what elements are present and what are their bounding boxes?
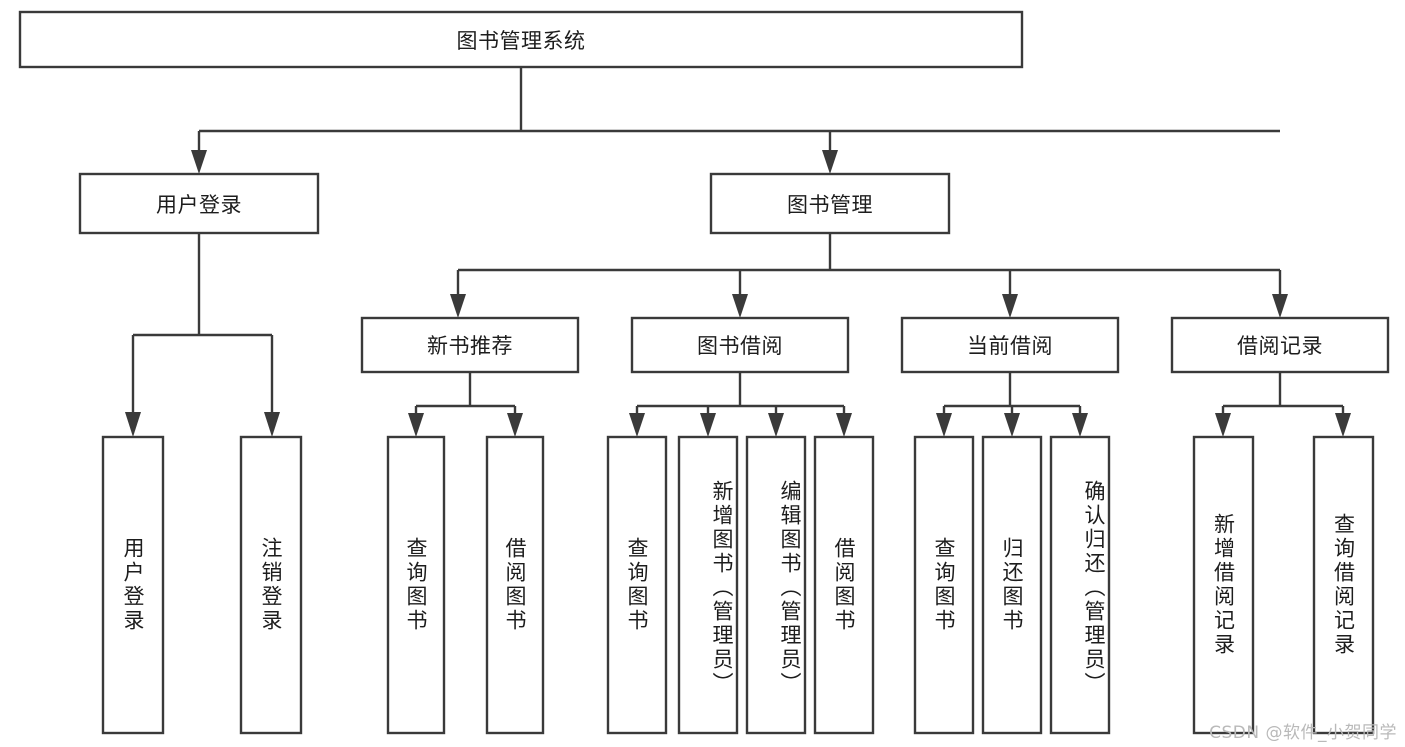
- node-box-current-borrow[interactable]: [900, 316, 1120, 374]
- node-box-record-query[interactable]: [1312, 435, 1375, 735]
- node-box-user-logout[interactable]: [239, 435, 303, 735]
- connector-bookmgmt-to-level2: [450, 233, 1288, 318]
- node-box-current-confirm-return[interactable]: [1049, 435, 1111, 735]
- node-box-borrow-borrow-book[interactable]: [813, 435, 875, 735]
- node-box-user-login-do[interactable]: [101, 435, 165, 735]
- connector-borrowrecord-to-leaves: [1215, 372, 1351, 437]
- node-box-current-query-book[interactable]: [913, 435, 975, 735]
- connector-recommend-to-leaves: [408, 372, 523, 437]
- node-box-recommend-borrow-book[interactable]: [485, 435, 545, 735]
- connector-userlogin-to-leaves: [125, 233, 280, 437]
- node-box-borrow-edit-book[interactable]: [745, 435, 807, 735]
- node-box-borrow-add-book[interactable]: [677, 435, 739, 735]
- node-box-book-management[interactable]: [709, 172, 951, 235]
- watermark-text: CSDN @软件_小贺同学: [1209, 723, 1397, 743]
- node-box-borrow-record[interactable]: [1170, 316, 1390, 374]
- node-box-current-return-book[interactable]: [981, 435, 1043, 735]
- node-box-user-login[interactable]: [78, 172, 320, 235]
- connector-root-to-level1: [191, 67, 1280, 174]
- node-box-book-borrow[interactable]: [630, 316, 850, 374]
- node-box-recommend-query-book[interactable]: [386, 435, 446, 735]
- node-box-borrow-query-book[interactable]: [606, 435, 668, 735]
- connector-bookborrow-to-leaves: [629, 372, 852, 437]
- node-box-record-add[interactable]: [1192, 435, 1255, 735]
- node-box-root[interactable]: [18, 10, 1024, 69]
- connector-currentborrow-to-leaves: [936, 372, 1088, 437]
- node-box-new-book-recommend[interactable]: [360, 316, 580, 374]
